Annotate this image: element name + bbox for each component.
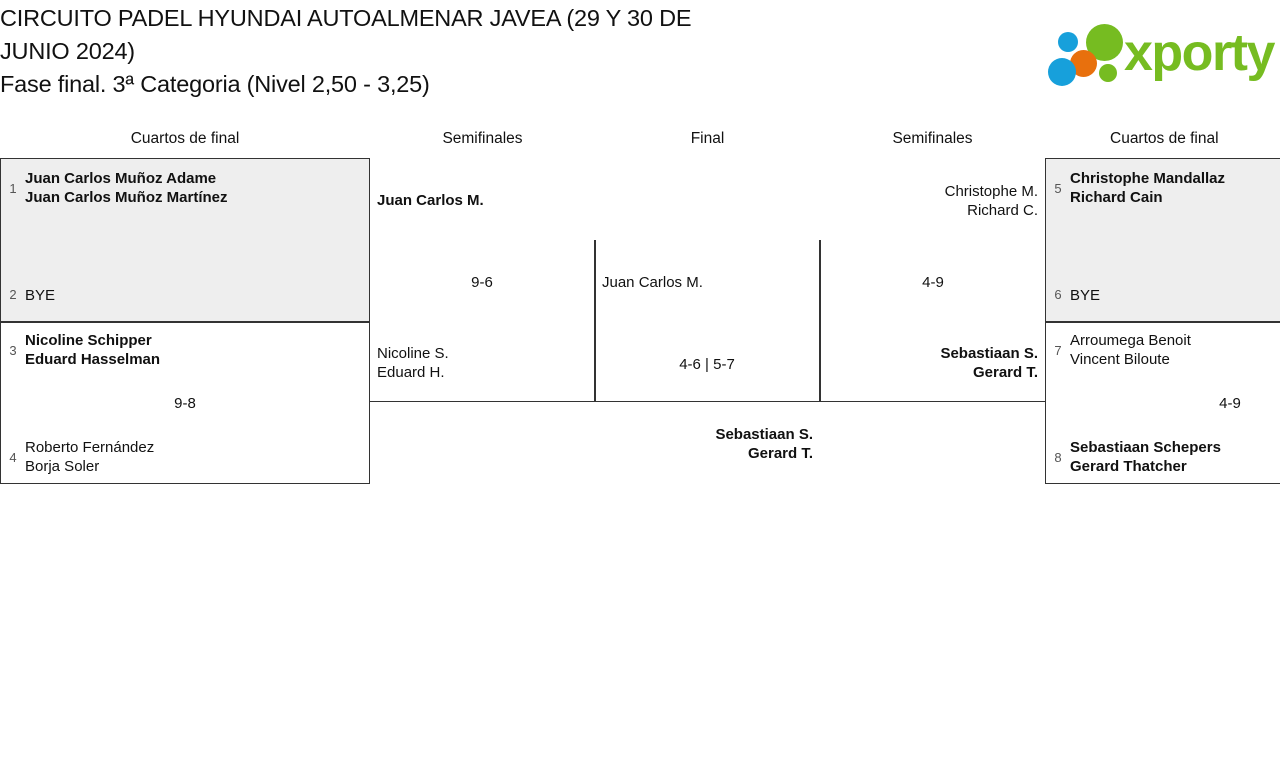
match-box-left-qf-2[interactable]: [0, 322, 370, 484]
team-name: Borja Soler: [25, 458, 100, 475]
tournament-title-block: CIRCUITO PADEL HYUNDAI AUTOALMENAR JAVEA…: [0, 2, 840, 101]
seed-number: 5: [1054, 181, 1062, 196]
team-name: Eduard H.: [377, 364, 445, 381]
team-name: Gerard Thatcher: [1070, 458, 1187, 475]
team-name: Nicoline S.: [377, 345, 449, 362]
blue-small-dot-icon: [1058, 32, 1078, 52]
team-name: Vincent Biloute: [1070, 351, 1170, 368]
round-heading-left-quarters: Cuartos de final: [130, 130, 240, 147]
team-name: BYE: [1070, 287, 1101, 304]
team-name: Richard C.: [967, 202, 1038, 219]
logo-wordmark: xporty: [1124, 24, 1275, 82]
seed-number: 3: [9, 343, 17, 358]
team-name: Juan Carlos Muñoz Martínez: [25, 189, 228, 206]
seed-number: 2: [9, 287, 17, 302]
match-box-final[interactable]: [595, 240, 820, 402]
page-header: CIRCUITO PADEL HYUNDAI AUTOALMENAR JAVEA…: [0, 0, 1280, 118]
team-name: Eduard Hasselman: [25, 351, 161, 368]
xporty-logo: xporty: [1046, 18, 1278, 88]
team-name: BYE: [25, 287, 56, 304]
team-name: Roberto Fernández: [25, 439, 155, 456]
seed-number: 4: [9, 450, 17, 465]
seed-number: 7: [1054, 343, 1062, 358]
team-name: Richard Cain: [1070, 189, 1163, 206]
match-box-right-qf-1[interactable]: [1045, 158, 1280, 322]
blue-large-dot-icon: [1048, 58, 1076, 86]
page-subtitle: Fase final. 3ª Categoria (Nivel 2,50 - 3…: [0, 71, 430, 97]
seed-number: 6: [1054, 287, 1062, 302]
team-name: Christophe M.: [944, 183, 1038, 200]
round-heading-left-semis: Semifinales: [442, 130, 523, 147]
seed-number: 1: [9, 181, 17, 196]
team-name: Juan Carlos Muñoz Adame: [25, 170, 217, 187]
green-small-dot-icon: [1099, 64, 1117, 82]
team-name: Sebastiaan S.: [940, 345, 1038, 362]
match-score: 9-6: [471, 274, 493, 291]
match-score: 4-9: [1219, 395, 1241, 412]
round-heading-final: Final: [690, 130, 725, 147]
round-heading-right-quarters: Cuartos de final: [1110, 130, 1219, 147]
connector-final-left: [580, 401, 595, 402]
team-name: Sebastiaan Schepers: [1070, 439, 1221, 456]
team-name: Arroumega Benoit: [1070, 332, 1191, 349]
team-name: Gerard T.: [747, 445, 813, 462]
team-name: Gerard T.: [972, 364, 1038, 381]
team-name: Nicoline Schipper: [25, 332, 152, 349]
team-name: Juan Carlos M.: [602, 274, 703, 291]
round-heading-right-semis: Semifinales: [892, 130, 973, 147]
match-score: 4-9: [922, 274, 944, 291]
page-title-line-2: JUNIO 2024): [0, 38, 135, 64]
match-score: 4-6 | 5-7: [679, 356, 735, 373]
team-name: Christophe Mandallaz: [1070, 170, 1226, 187]
match-box-left-sf[interactable]: [369, 240, 595, 402]
seed-number: 8: [1054, 450, 1062, 465]
match-score: 9-8: [174, 395, 196, 412]
match-box-right-qf-2[interactable]: [1045, 322, 1280, 484]
match-box-left-qf-1[interactable]: [0, 158, 370, 322]
team-name: Sebastiaan S.: [715, 426, 813, 443]
logo-dots-icon: [1046, 20, 1124, 86]
page-title-line-1: CIRCUITO PADEL HYUNDAI AUTOALMENAR JAVEA…: [0, 5, 692, 31]
team-name: Juan Carlos M.: [377, 192, 484, 209]
